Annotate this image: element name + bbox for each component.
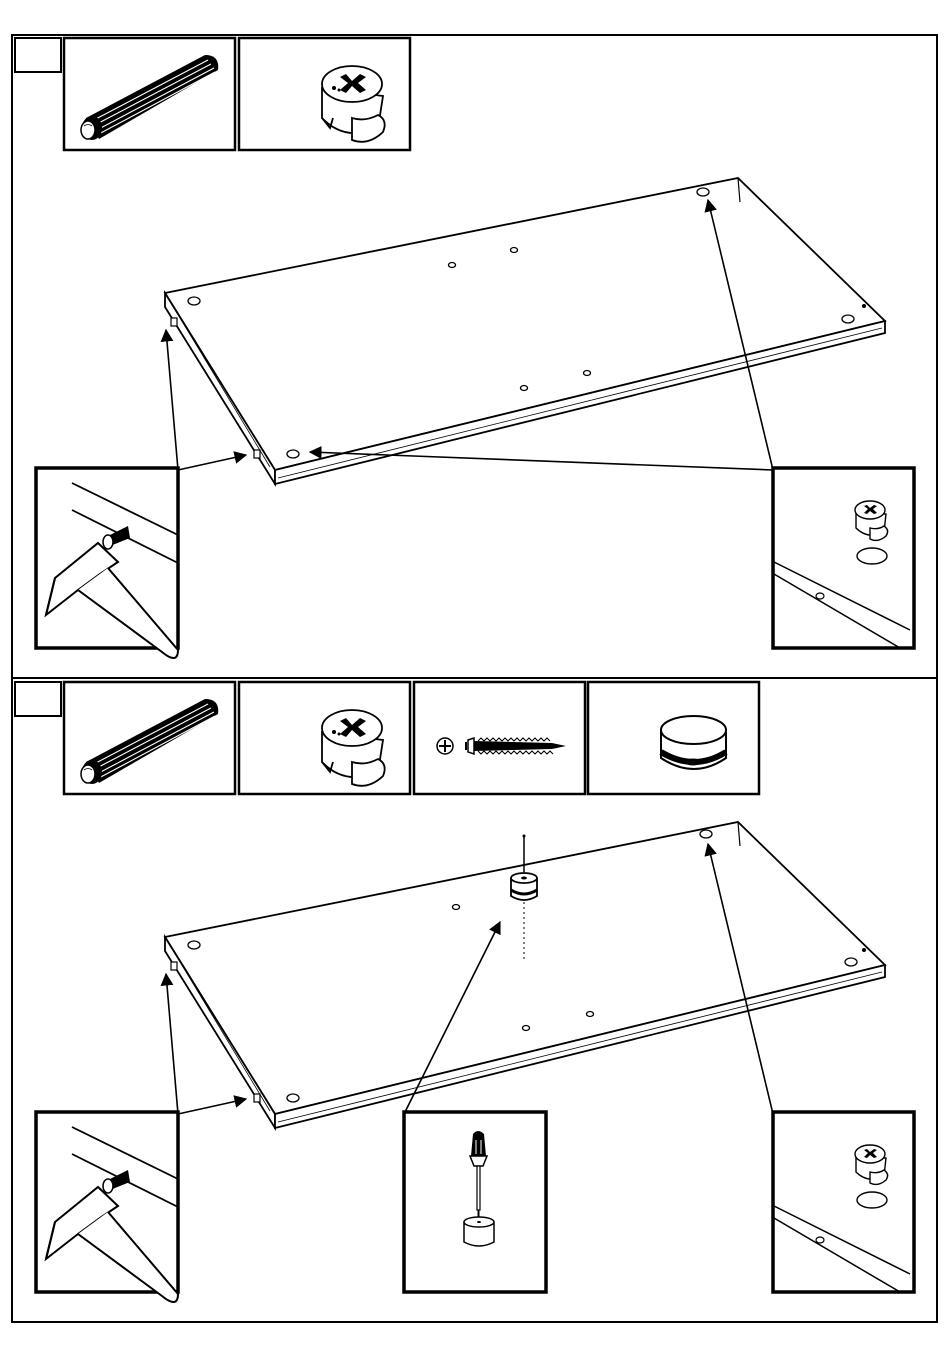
step-1	[15, 38, 914, 658]
step-2-number-box	[15, 682, 61, 716]
step-2	[15, 682, 914, 1302]
plastic-foot-icon	[661, 716, 726, 769]
panel	[165, 178, 885, 484]
step-1-number-box	[15, 38, 61, 72]
panel	[165, 822, 885, 1128]
